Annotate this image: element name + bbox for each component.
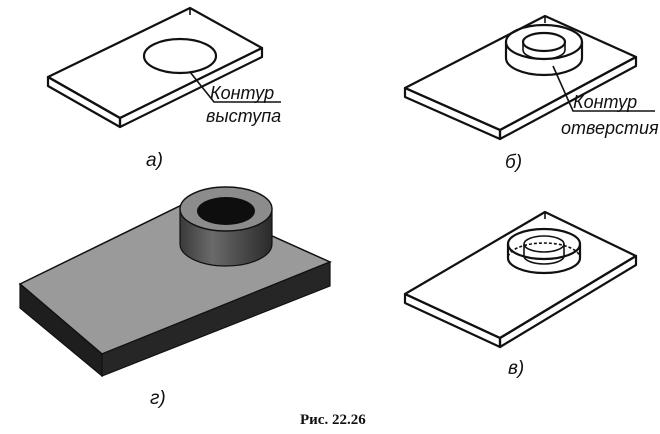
callout-a-line2: выступа — [206, 106, 281, 126]
panel-label-c: в) — [508, 358, 524, 379]
hole-contour-ellipse — [521, 31, 567, 53]
solid-hole — [197, 197, 255, 225]
figure-caption: Рис. 22.26 — [300, 412, 366, 428]
callout-b-line1: Контур — [573, 92, 637, 112]
solid-plate — [18, 199, 332, 378]
plate-c — [403, 210, 638, 349]
plate-a — [46, 6, 264, 129]
boss-c — [506, 227, 582, 275]
plate-b — [403, 14, 638, 141]
solid-boss — [179, 186, 273, 267]
panel-c: в) — [403, 210, 638, 379]
callout-a-line1: Контур — [210, 83, 274, 103]
panel-b: Контур отверстия б) — [403, 14, 659, 173]
panel-label-d: г) — [150, 388, 166, 409]
leader-line-b — [552, 65, 655, 112]
callout-b-line2: отверстия — [561, 118, 659, 138]
panel-label-b: б) — [505, 152, 522, 173]
panel-a: Контур выступа а) — [46, 6, 281, 171]
leader-line-a — [189, 71, 281, 103]
panel-d: г) — [18, 186, 332, 409]
boss-b — [504, 23, 584, 77]
panel-label-a: а) — [146, 150, 163, 171]
boss-contour-ellipse — [142, 37, 218, 75]
